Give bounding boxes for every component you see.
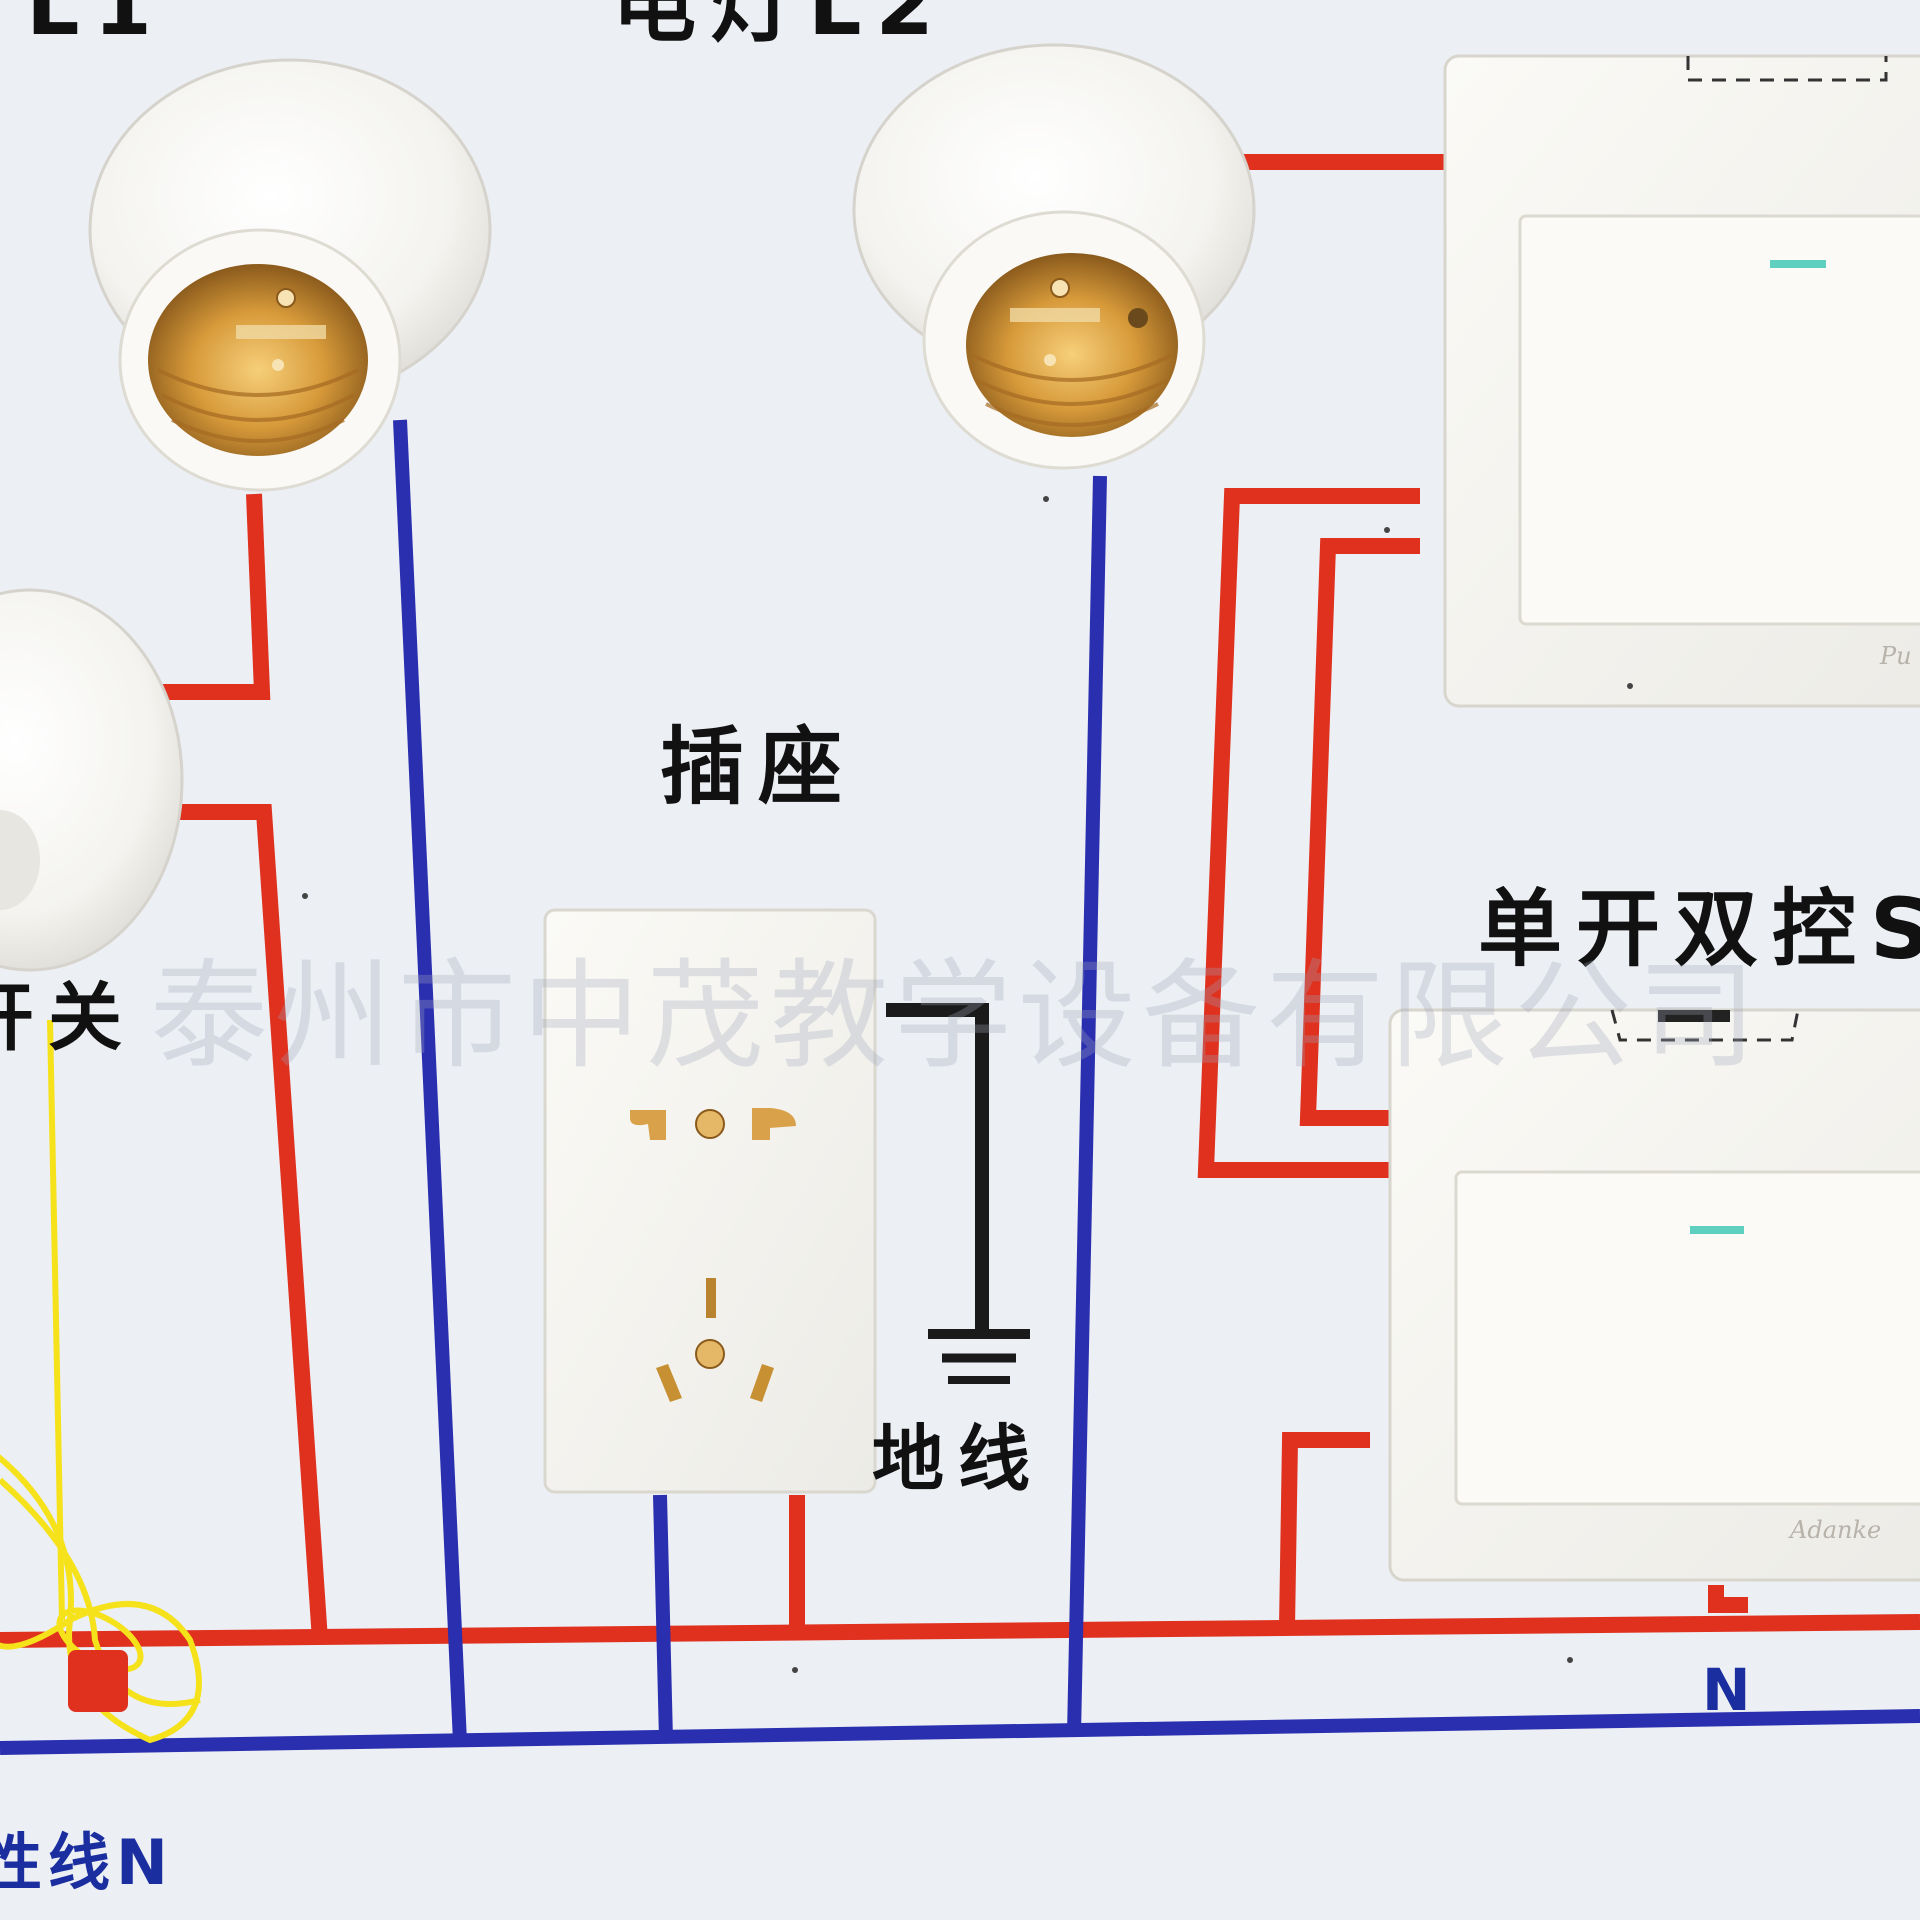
live-switch-tail bbox=[1708, 1585, 1748, 1613]
watermark-text: 泰州市中茂教学设备有限公司 bbox=[150, 947, 1763, 1085]
neutral-lamp1 bbox=[393, 419, 467, 1743]
neutral-socket bbox=[653, 1494, 673, 1741]
lamp-holder-l2[interactable] bbox=[852, 43, 1256, 470]
label-n-mark: N bbox=[1702, 1656, 1751, 1724]
double-switch-top[interactable] bbox=[1443, 54, 1920, 708]
label-neutral-line: 性线N bbox=[0, 1826, 174, 1899]
pull-switch[interactable] bbox=[0, 588, 184, 972]
socket-three-pin-right bbox=[750, 1364, 774, 1402]
lamp-holder-l1[interactable] bbox=[88, 58, 492, 492]
switch-top-indicator bbox=[1770, 260, 1826, 268]
switch-bottom-indicator bbox=[1690, 1226, 1744, 1234]
live-bus bbox=[0, 1614, 1920, 1648]
live-left-switch bbox=[175, 804, 328, 1641]
ground-wire bbox=[886, 1003, 1030, 1384]
socket-three-pin-left bbox=[656, 1364, 682, 1402]
double-switch-bottom[interactable] bbox=[1388, 1008, 1920, 1582]
red-terminal bbox=[68, 1650, 128, 1712]
neutral-lamp2 bbox=[1067, 475, 1107, 1736]
label-lamp2-top: 电灯L2 bbox=[612, 0, 948, 54]
socket-earth-pin bbox=[706, 1278, 716, 1318]
socket-lower-screw bbox=[695, 1339, 725, 1369]
socket-center-screw bbox=[695, 1109, 725, 1139]
wall-socket[interactable] bbox=[543, 908, 877, 1494]
neutral-wires bbox=[0, 419, 1920, 1755]
neutral-bus bbox=[0, 1709, 1920, 1755]
live-outer-loop bbox=[1197, 488, 1420, 1178]
label-ground: 地线 bbox=[872, 1417, 1045, 1501]
live-switch-bottom bbox=[1279, 1432, 1370, 1629]
live-inner-loop bbox=[1299, 538, 1420, 1126]
brand-switch-top: Pu bbox=[1880, 642, 1912, 670]
label-switch-left: 开关 bbox=[0, 975, 136, 1061]
label-lamp1-top: 灯L1 bbox=[0, 0, 166, 54]
brand-switch-bottom: Adanke bbox=[1790, 1516, 1882, 1544]
label-socket: 插座 bbox=[660, 718, 857, 816]
socket-two-pin-right bbox=[752, 1108, 796, 1140]
label-double-switch: 单开双控S bbox=[1478, 880, 1920, 978]
live-lamp1 bbox=[150, 493, 271, 700]
live-wires bbox=[0, 154, 1920, 1648]
socket-two-pin-left bbox=[630, 1110, 666, 1140]
